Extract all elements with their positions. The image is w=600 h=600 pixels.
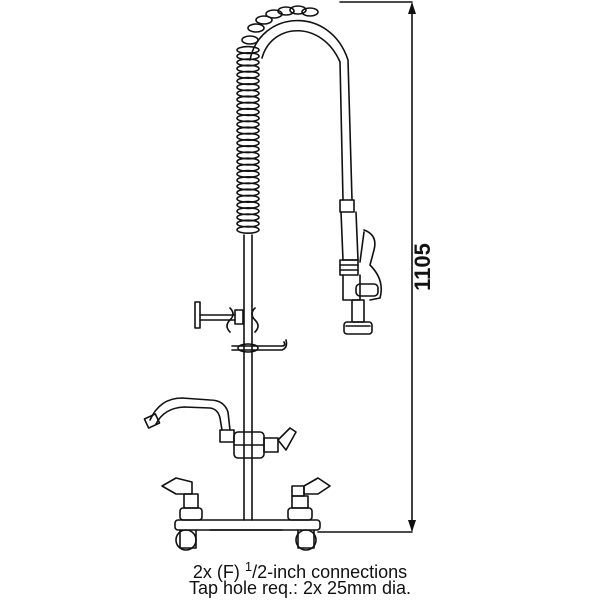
flexible-hose <box>249 19 353 201</box>
connection-manifold <box>174 519 321 551</box>
tap-hole-caption: Tap hole req.: 2x 25mm dia. <box>188 578 412 598</box>
caption-fraction-numerator: 1 <box>244 559 253 574</box>
caption-prefix: 2x (F) <box>192 562 245 582</box>
right-deck-valve <box>287 477 331 521</box>
spring-coil-ring <box>236 225 260 235</box>
spring-coil-ring <box>289 5 307 15</box>
spring-coil-ring <box>301 7 319 17</box>
overhead-spring <box>236 5 319 235</box>
height-dimension <box>317 1 416 533</box>
caption-fraction-rest: /2-inch connections <box>252 562 408 582</box>
spring-coil-ring <box>255 15 273 25</box>
height-dimension-label: 1105 <box>410 243 435 291</box>
riser-column <box>243 234 253 521</box>
hose-hook <box>231 339 288 353</box>
swing-spout <box>143 397 235 443</box>
pre-rinse-faucet-diagram: 1105 <box>143 1 435 551</box>
spring-coil-ring <box>241 35 259 45</box>
connection-caption: 2x (F) 1/2-inch connections <box>0 556 600 583</box>
wall-bracket <box>194 301 259 333</box>
left-deck-valve <box>161 477 203 521</box>
spray-valve <box>339 199 383 335</box>
mixing-valve <box>233 427 297 459</box>
spring-coil-ring <box>277 6 295 16</box>
spring-coil-ring <box>247 23 265 33</box>
